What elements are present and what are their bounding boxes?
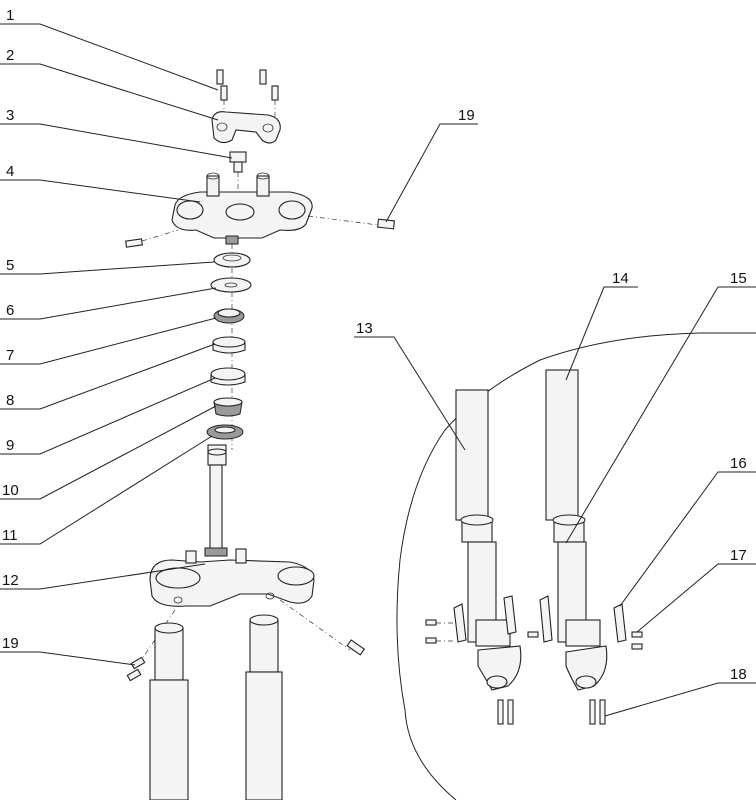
leader-lines: [0, 23, 756, 717]
callout-1: 1: [6, 7, 14, 24]
lower-clamp-bolts: [126, 599, 366, 682]
cable-guides: [453, 595, 627, 643]
callout-17: 17: [730, 547, 747, 564]
detail-outline: [396, 332, 756, 711]
callout-12: 12: [2, 572, 19, 589]
steering-stem: [204, 444, 228, 557]
callout-15: 15: [730, 270, 747, 287]
callout-19-top: 19: [458, 107, 475, 124]
callout-5: 5: [6, 257, 14, 274]
callout-6: 6: [6, 302, 14, 319]
upper-race: [212, 336, 246, 354]
callout-8: 8: [6, 392, 14, 409]
callout-9: 9: [6, 437, 14, 454]
callout-2: 2: [6, 47, 14, 64]
lower-race: [210, 367, 246, 386]
fork-leg-left: [455, 389, 522, 691]
callout-7: 7: [6, 347, 14, 364]
callout-4: 4: [6, 163, 14, 180]
steering-nut: [213, 252, 251, 268]
clamp-pinch-bolt-right: [307, 215, 395, 230]
stem-nut: [229, 151, 247, 190]
axle-clamp-bolts: [497, 699, 606, 725]
callout-13: 13: [356, 320, 373, 337]
callout-10: 10: [2, 482, 19, 499]
fork-tubes-left-assembly: [149, 614, 283, 800]
clamp-pinch-bolt-left: [125, 229, 179, 248]
fork-leg-right: [545, 369, 608, 691]
upper-bearing: [213, 308, 245, 324]
callout-3: 3: [6, 107, 14, 124]
handlebar-clamp-upper: [211, 111, 281, 144]
lower-bearing: [213, 397, 243, 417]
lower-triple-clamp: [149, 548, 315, 607]
callout-labels: 1 2 3 4 5 6 7 8 9 10 11 12 13 14 15 16 1…: [2, 7, 747, 683]
callout-11: 11: [2, 527, 18, 544]
callout-18: 18: [730, 666, 747, 683]
washer: [210, 277, 252, 293]
small-screws: [425, 619, 643, 650]
callout-14: 14: [612, 270, 629, 287]
callout-19-bottom: 19: [2, 635, 19, 652]
dust-seal: [206, 424, 244, 440]
callout-16: 16: [730, 455, 747, 472]
upper-triple-clamp: [171, 172, 313, 245]
